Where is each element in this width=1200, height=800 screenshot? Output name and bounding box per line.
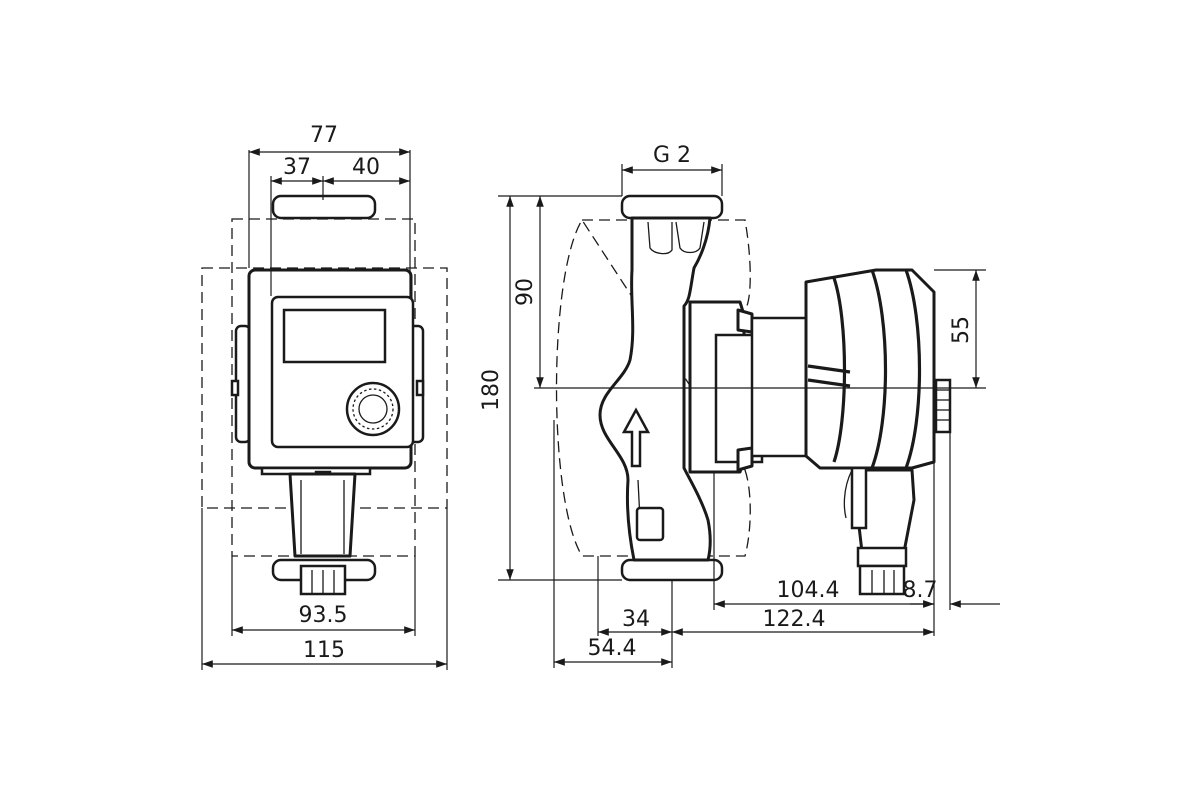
dim-label-g2: G 2	[653, 143, 691, 168]
side-pump-body	[598, 216, 712, 562]
dim-label-77: 77	[310, 123, 338, 148]
dim-label-122-4: 122.4	[763, 607, 826, 632]
dim-label-104-4: 104.4	[777, 578, 840, 603]
side-terminal-box	[843, 466, 916, 596]
front-bottom-flange	[271, 558, 377, 596]
dim-label-54-4: 54.4	[588, 636, 637, 661]
side-envelope-housing	[555, 218, 751, 557]
dim-label-55: 55	[949, 316, 974, 344]
side-view: G 2 180 90 55 104.4 8.7 34 122.4 54.4	[479, 143, 1000, 668]
front-top-flange	[271, 194, 377, 220]
front-terminal-box	[260, 466, 372, 558]
dim-label-8-7: 8.7	[903, 578, 938, 603]
front-control-knob	[345, 381, 401, 437]
side-top-flange	[620, 194, 724, 220]
dim-label-37: 37	[283, 155, 311, 180]
dim-label-180: 180	[479, 369, 504, 411]
side-motor	[804, 268, 936, 470]
side-bottom-flange	[620, 558, 724, 582]
front-view: 77 37 40 93.5 115	[201, 123, 448, 670]
dim-label-40: 40	[352, 155, 380, 180]
side-adapter	[688, 300, 812, 474]
dim-label-34: 34	[622, 607, 650, 632]
front-display	[282, 308, 387, 364]
flow-direction-arrow-icon	[621, 407, 651, 468]
dim-label-93-5: 93.5	[299, 603, 348, 628]
dim-label-90: 90	[513, 278, 538, 306]
front-envelope-outer	[201, 267, 448, 509]
dim-label-115: 115	[303, 638, 345, 663]
side-body-window	[635, 506, 665, 542]
side-end-cap	[934, 378, 952, 434]
